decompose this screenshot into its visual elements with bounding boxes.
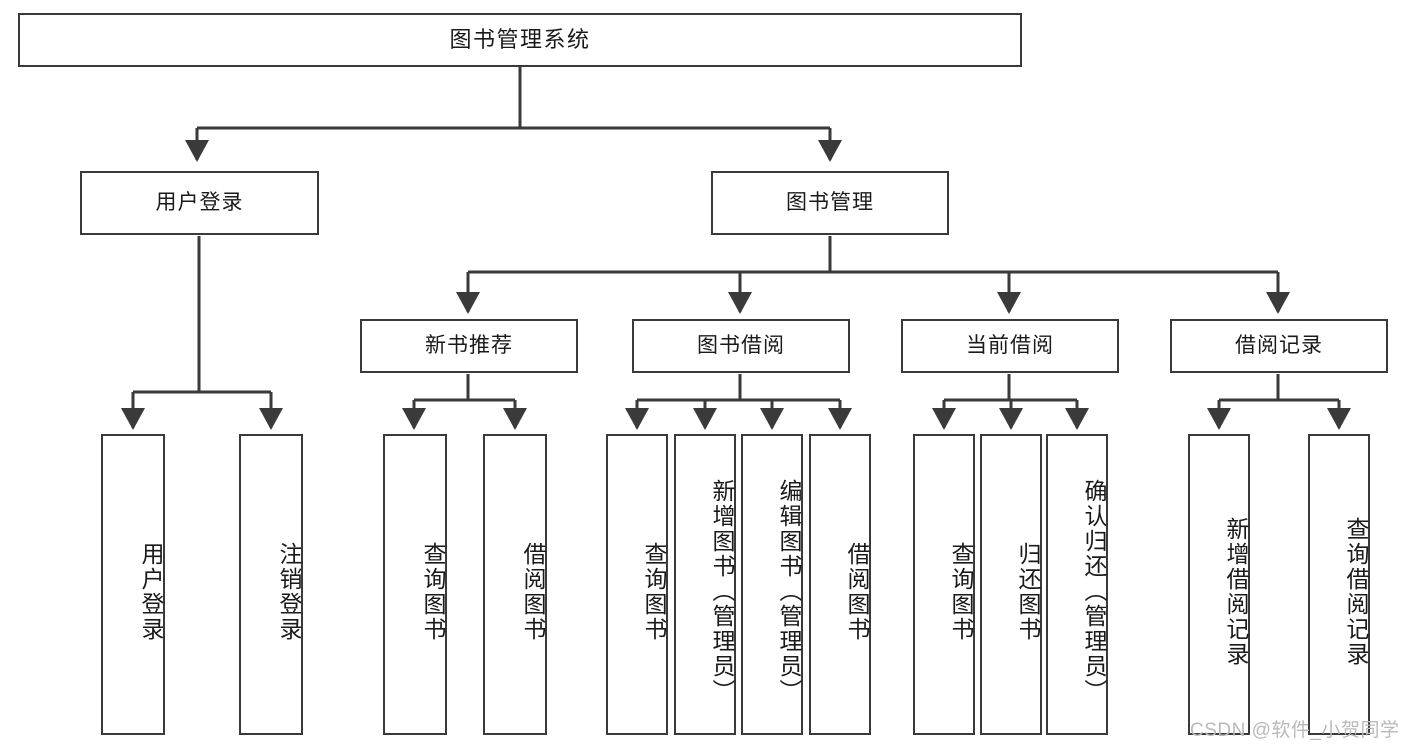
leaf-query-book-borrow[interactable]: 查询图书 — [606, 434, 668, 735]
node-label: 查询借阅记录 — [1343, 516, 1369, 667]
node-label: 新增图书（管理员） — [709, 479, 735, 704]
node-label: 查询图书 — [420, 541, 446, 642]
node-label: 借阅图书 — [520, 541, 546, 642]
leaf-edit-book[interactable]: 编辑图书（管理员） — [741, 434, 803, 735]
leaf-query-book-current[interactable]: 查询图书 — [913, 434, 975, 735]
node-label: 注销登录 — [276, 541, 302, 642]
node-label: 查询图书 — [641, 541, 667, 642]
node-label: 编辑图书（管理员） — [776, 479, 802, 704]
leaf-add-book[interactable]: 新增图书（管理员） — [674, 434, 736, 735]
node-borrow-record[interactable]: 借阅记录 — [1170, 319, 1388, 373]
node-current-borrow[interactable]: 当前借阅 — [901, 319, 1119, 373]
leaf-return-book[interactable]: 归还图书 — [980, 434, 1042, 735]
node-label: 确认归还（管理员） — [1081, 479, 1107, 704]
node-label: 新书推荐 — [425, 333, 513, 357]
node-label: 借阅记录 — [1235, 333, 1323, 357]
node-book-management[interactable]: 图书管理 — [711, 171, 949, 235]
node-label: 新增借阅记录 — [1223, 516, 1249, 667]
leaf-add-borrow-record[interactable]: 新增借阅记录 — [1188, 434, 1250, 735]
node-label: 用户登录 — [155, 190, 244, 214]
node-label: 查询图书 — [948, 541, 974, 642]
leaf-logout-login[interactable]: 注销登录 — [239, 434, 303, 735]
node-book-borrow[interactable]: 图书借阅 — [632, 319, 850, 373]
node-label: 当前借阅 — [966, 333, 1054, 357]
node-label: 用户登录 — [138, 541, 164, 642]
node-user-login[interactable]: 用户登录 — [80, 171, 319, 235]
node-root-system[interactable]: 图书管理系统 — [18, 13, 1022, 67]
leaf-borrow-book-borrow[interactable]: 借阅图书 — [809, 434, 871, 735]
leaf-borrow-book-recommend[interactable]: 借阅图书 — [483, 434, 547, 735]
watermark-csdn: CSDN @软件_小贺同学 — [1190, 720, 1400, 741]
leaf-user-login[interactable]: 用户登录 — [101, 434, 165, 735]
node-label: 图书管理 — [786, 190, 874, 214]
leaf-query-book-recommend[interactable]: 查询图书 — [383, 434, 447, 735]
leaf-query-borrow-record[interactable]: 查询借阅记录 — [1308, 434, 1370, 735]
node-label: 图书管理系统 — [449, 27, 591, 53]
node-label: 借阅图书 — [844, 541, 870, 642]
node-label: 归还图书 — [1015, 541, 1041, 642]
node-label: 图书借阅 — [697, 333, 785, 357]
node-new-book-recommend[interactable]: 新书推荐 — [360, 319, 578, 373]
leaf-confirm-return[interactable]: 确认归还（管理员） — [1046, 434, 1108, 735]
